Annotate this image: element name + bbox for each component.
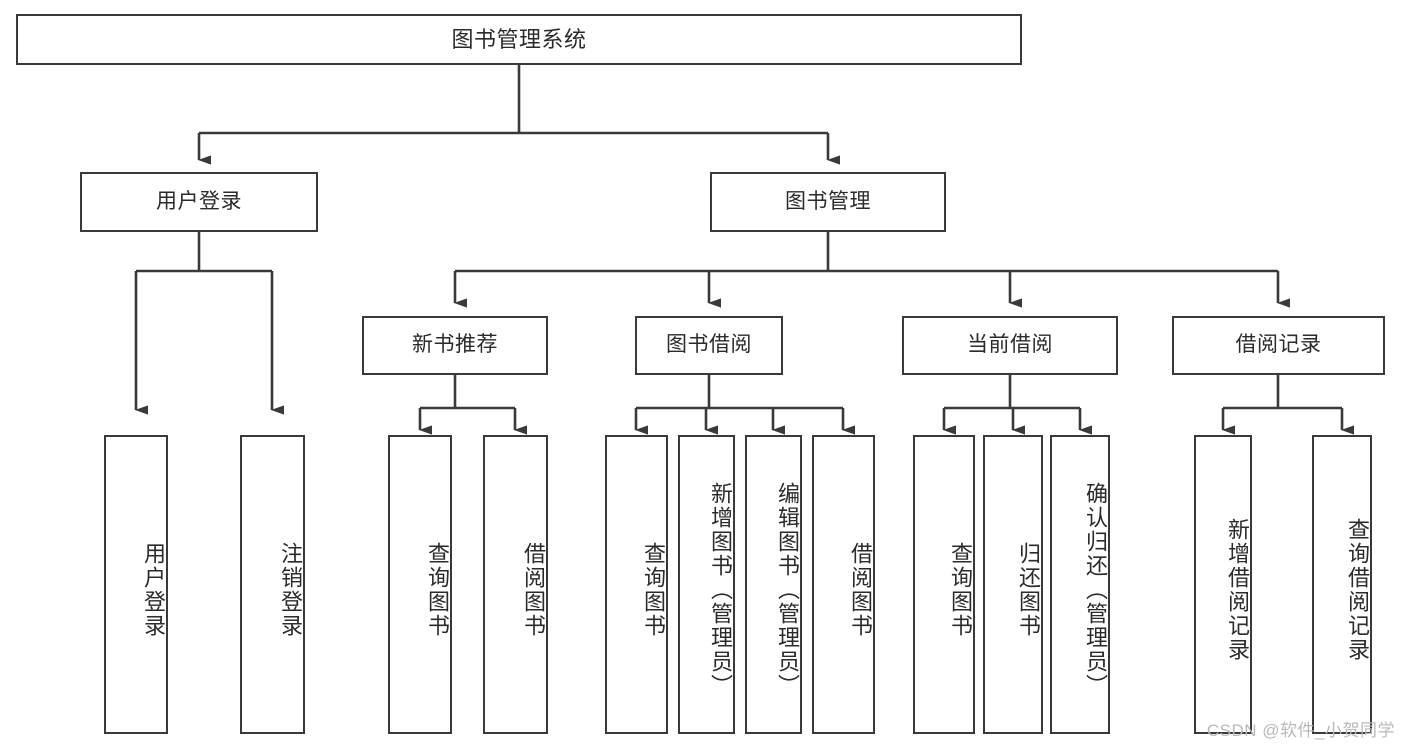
- leaf-edit-book-admin[interactable]: 编辑图书（管理员）: [745, 435, 802, 734]
- leaf-add-borrow-record[interactable]: 新增借阅记录: [1194, 435, 1252, 734]
- csdn-watermark: CSDN @软件_小贺同学: [1206, 721, 1395, 740]
- leaf-user-login[interactable]: 用户登录: [104, 435, 168, 734]
- leaf-borrow-book[interactable]: 借阅图书: [812, 435, 875, 734]
- node-borrow-record[interactable]: 借阅记录: [1172, 316, 1385, 375]
- node-user-login[interactable]: 用户登录: [80, 172, 318, 232]
- leaf-return-book[interactable]: 归还图书: [983, 435, 1043, 734]
- leaf-add-book-admin[interactable]: 新增图书（管理员）: [678, 435, 735, 734]
- node-book-manage[interactable]: 图书管理: [710, 172, 946, 232]
- leaf-query-book-borrow[interactable]: 查询图书: [605, 435, 668, 734]
- leaf-query-book-current[interactable]: 查询图书: [913, 435, 975, 734]
- node-root[interactable]: 图书管理系统: [16, 14, 1022, 65]
- node-current-borrow[interactable]: 当前借阅: [902, 316, 1118, 375]
- leaf-logout[interactable]: 注销登录: [240, 435, 305, 734]
- node-book-borrow[interactable]: 图书借阅: [635, 316, 783, 375]
- node-new-book-recommend[interactable]: 新书推荐: [362, 316, 548, 375]
- leaf-borrow-book-new[interactable]: 借阅图书: [483, 435, 548, 734]
- leaf-query-borrow-record[interactable]: 查询借阅记录: [1312, 435, 1372, 734]
- leaf-query-book-new[interactable]: 查询图书: [388, 435, 452, 734]
- leaf-confirm-return-admin[interactable]: 确认归还（管理员）: [1050, 435, 1110, 734]
